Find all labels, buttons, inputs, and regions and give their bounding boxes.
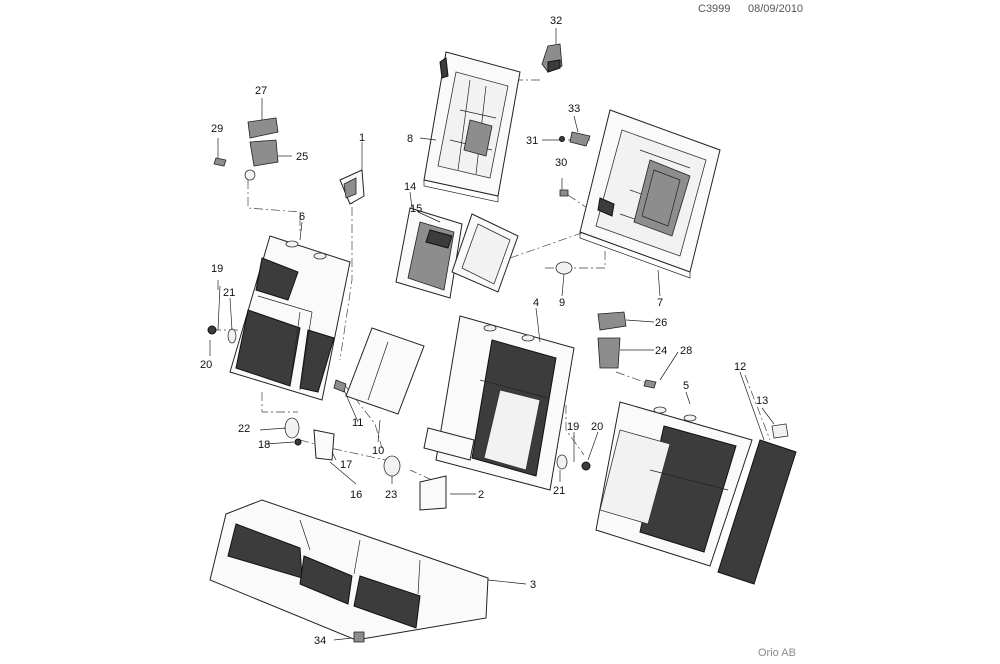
callout-28: 28 [680, 345, 692, 357]
part-cap-13 [771, 423, 789, 439]
part-bracket-33 [569, 131, 591, 147]
callout-11: 11 [352, 417, 363, 429]
part-cover-26 [597, 311, 627, 331]
callout-6: 6 [299, 211, 305, 223]
callout-24: 24 [655, 345, 667, 357]
part-bracket-1 [339, 169, 365, 205]
callout-5: 5 [683, 380, 689, 392]
part-backrest-frame-8 [423, 51, 521, 203]
callout-9: 9 [559, 297, 565, 309]
part-washer-20-right [581, 461, 591, 471]
part-bolt-30 [559, 189, 569, 197]
callout-4: 4 [533, 297, 539, 309]
callout-20-right: 20 [591, 421, 603, 433]
part-backrest-6 [229, 235, 351, 401]
part-bolt-19-left [217, 285, 221, 331]
callout-34: 34 [314, 635, 326, 647]
callout-3: 3 [530, 579, 536, 591]
callout-15: 15 [410, 203, 422, 215]
part-bushing-21-left [227, 328, 237, 344]
leader-lines [209, 28, 775, 641]
callout-19-right: 19 [567, 421, 579, 433]
part-plug-9 [555, 261, 573, 275]
part-bolster-12 [717, 439, 797, 585]
part-bushing-23 [383, 455, 401, 477]
callout-26: 26 [655, 317, 667, 329]
part-latch-25 [244, 139, 279, 181]
callout-18: 18 [258, 439, 270, 451]
part-cushion-10 [345, 327, 425, 415]
callout-29: 29 [211, 123, 223, 135]
callout-labels: 1 2 3 4 5 6 7 8 9 10 11 12 13 14 15 16 1… [200, 15, 768, 647]
part-latch-24 [597, 337, 621, 369]
part-panel-15 [451, 213, 519, 293]
part-seat-cushion-3 [209, 499, 489, 641]
callout-7: 7 [657, 297, 663, 309]
callout-17: 17 [340, 459, 352, 471]
part-backrest-5 [595, 401, 753, 567]
part-bracket-17 [313, 429, 335, 461]
callout-21-right: 21 [553, 485, 565, 497]
callout-23: 23 [385, 489, 397, 501]
callout-13: 13 [756, 395, 768, 407]
part-backrest-frame-7 [579, 109, 721, 279]
part-bolt-28 [643, 379, 657, 389]
part-clip-11 [333, 379, 347, 393]
part-bracket-2 [419, 475, 447, 511]
callout-21-left: 21 [223, 287, 235, 299]
callout-14: 14 [404, 181, 416, 193]
part-backrest-4 [423, 315, 575, 491]
part-bushing-22 [284, 417, 300, 439]
callout-2: 2 [478, 489, 484, 501]
callout-33: 33 [568, 103, 580, 115]
callout-12: 12 [734, 361, 746, 373]
part-panel-14 [395, 207, 463, 299]
callout-19-left: 19 [211, 263, 223, 275]
part-cover-27 [247, 117, 279, 139]
part-nut-18 [294, 438, 302, 446]
callout-27: 27 [255, 85, 267, 97]
part-latch-32 [541, 43, 563, 73]
callout-31: 31 [526, 135, 538, 147]
callout-22: 22 [238, 423, 250, 435]
callout-20-left: 20 [200, 359, 212, 371]
callout-30: 30 [555, 157, 567, 169]
callout-10: 10 [372, 445, 384, 457]
part-bushing-21-right [556, 454, 568, 470]
callout-25: 25 [296, 151, 308, 163]
part-screw-31 [559, 136, 565, 142]
part-washer-20-left [207, 325, 217, 335]
callout-8: 8 [407, 133, 413, 145]
callout-32: 32 [550, 15, 562, 27]
callout-16: 16 [350, 489, 362, 501]
drawing-code: C3999 [698, 3, 731, 15]
part-clip-34 [353, 631, 365, 643]
callout-1: 1 [359, 132, 365, 144]
drawing-date: 08/09/2010 [748, 3, 804, 15]
copyright-credit: Orio AB [758, 647, 796, 659]
part-bolt-29 [213, 157, 227, 167]
